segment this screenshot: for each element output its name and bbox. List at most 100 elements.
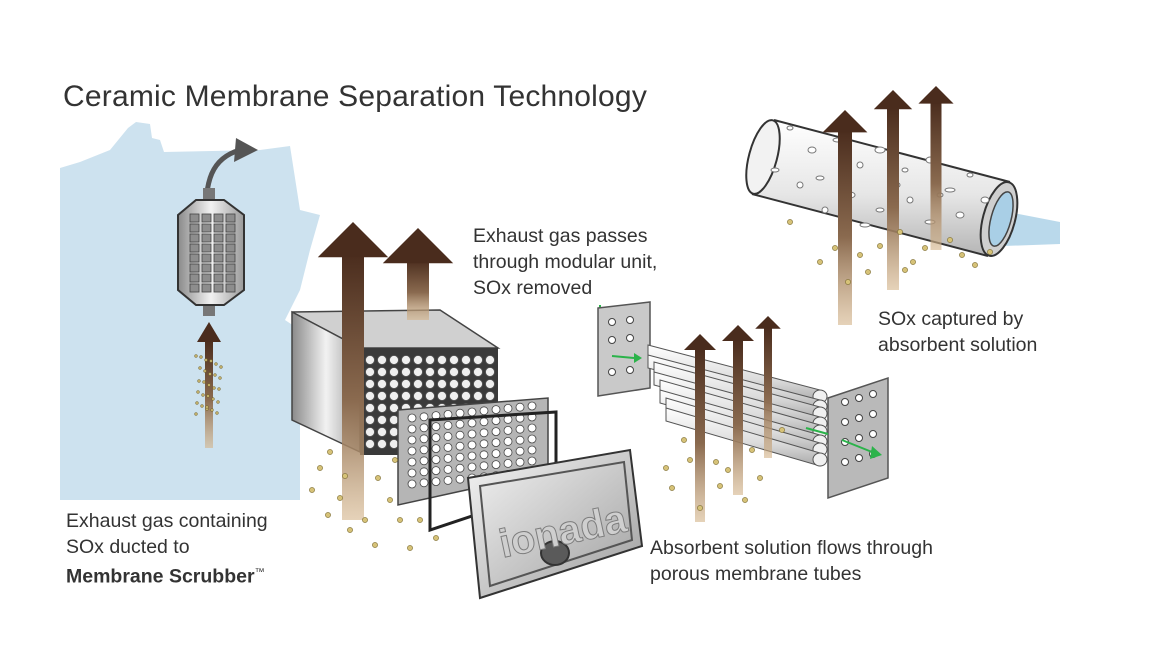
pore-icon bbox=[796, 181, 804, 189]
sox-particle-icon bbox=[197, 379, 201, 383]
sox-particle-icon bbox=[787, 219, 793, 225]
plate-hole-icon bbox=[419, 412, 429, 422]
plate-hole-icon bbox=[527, 434, 537, 444]
cell-icon bbox=[225, 273, 236, 283]
tube-end-icon bbox=[377, 367, 387, 377]
plate-hole-icon bbox=[479, 439, 489, 449]
gas-flow-arrow-icon bbox=[382, 228, 454, 320]
ship-silhouette-icon bbox=[60, 122, 320, 500]
tube-end-icon bbox=[389, 415, 399, 425]
tubes-label-line1: Absorbent solution flows through bbox=[650, 537, 933, 559]
tube-end-icon bbox=[461, 367, 471, 377]
cell-icon bbox=[201, 213, 212, 223]
tube-end-icon bbox=[365, 355, 375, 365]
plate-hole-icon bbox=[626, 316, 634, 324]
cell-icon bbox=[213, 253, 224, 263]
tube-end-icon bbox=[413, 355, 423, 365]
tubes-label-line2: porous membrane tubes bbox=[650, 563, 862, 585]
pore-icon bbox=[906, 196, 914, 204]
tube-end-icon bbox=[377, 439, 387, 449]
sox-particle-icon bbox=[922, 245, 928, 251]
plate-hole-icon bbox=[443, 431, 453, 441]
sox-particle-icon bbox=[910, 259, 916, 265]
tube-end-icon bbox=[437, 391, 447, 401]
tube-end-icon bbox=[389, 391, 399, 401]
tube-end-icon bbox=[449, 391, 459, 401]
plate-hole-icon bbox=[455, 408, 465, 418]
plate-hole-icon bbox=[608, 336, 616, 344]
flow-direction-arrow-icon bbox=[611, 353, 882, 459]
pore-icon bbox=[821, 206, 829, 214]
plate-hole-icon bbox=[515, 402, 525, 412]
cell-icon bbox=[213, 233, 224, 243]
plate-hole-icon bbox=[443, 442, 453, 452]
cell-icon bbox=[213, 243, 224, 253]
plate-hole-icon bbox=[527, 456, 537, 466]
plate-hole-icon bbox=[515, 435, 525, 445]
sox-particle-icon bbox=[196, 390, 200, 394]
plate-hole-icon bbox=[419, 423, 429, 433]
plate-hole-icon bbox=[455, 441, 465, 451]
sox-particle-icon bbox=[947, 237, 953, 243]
pore-icon bbox=[815, 175, 825, 181]
sox-particle-icon bbox=[742, 497, 748, 503]
cell-icon bbox=[225, 233, 236, 243]
tube-end-icon bbox=[365, 367, 375, 377]
plate-hole-icon bbox=[431, 433, 441, 443]
tube-end-icon bbox=[365, 415, 375, 425]
sox-particle-icon bbox=[195, 401, 199, 405]
sox-particle-icon bbox=[347, 527, 353, 533]
sox-particle-icon bbox=[375, 475, 381, 481]
sox-particle-icon bbox=[214, 362, 218, 366]
plate-hole-icon bbox=[407, 435, 417, 445]
plate-hole-icon bbox=[431, 444, 441, 454]
sox-particle-icon bbox=[202, 380, 206, 384]
capture-label-line1: SOx captured by bbox=[878, 308, 1024, 330]
plate-hole-icon bbox=[431, 455, 441, 465]
plate-hole-icon bbox=[855, 454, 863, 462]
cell-icon bbox=[189, 243, 200, 253]
tube-end-icon bbox=[425, 379, 435, 389]
sox-particle-icon bbox=[210, 408, 214, 412]
sox-particle-icon bbox=[407, 545, 413, 551]
gas-flow-arrow-icon bbox=[317, 222, 389, 521]
page-title: Ceramic Membrane Separation Technology bbox=[63, 80, 648, 113]
plate-hole-icon bbox=[527, 401, 537, 411]
sox-particle-icon bbox=[201, 393, 205, 397]
pore-icon bbox=[944, 187, 956, 193]
tube-end-icon bbox=[449, 379, 459, 389]
plate-hole-icon bbox=[491, 405, 501, 415]
sox-particle-icon bbox=[215, 411, 219, 415]
tube-end-icon bbox=[401, 391, 411, 401]
plate-hole-icon bbox=[407, 479, 417, 489]
sox-particle-icon bbox=[681, 437, 687, 443]
pore-icon bbox=[786, 125, 794, 131]
tube-end-icon bbox=[377, 355, 387, 365]
tube-end-icon bbox=[365, 439, 375, 449]
plate-hole-icon bbox=[491, 427, 501, 437]
sox-particle-icon bbox=[433, 535, 439, 541]
tube-end-icon bbox=[401, 355, 411, 365]
sox-particle-icon bbox=[337, 495, 343, 501]
sox-particle-icon bbox=[687, 457, 693, 463]
cell-icon bbox=[201, 233, 212, 243]
sox-particle-icon bbox=[203, 369, 207, 373]
pore-icon bbox=[856, 161, 864, 169]
pore-icon bbox=[980, 196, 990, 204]
sox-particle-icon bbox=[217, 387, 221, 391]
tube-end-icon bbox=[413, 391, 423, 401]
cell-icon bbox=[225, 243, 236, 253]
sox-particle-icon bbox=[832, 245, 838, 251]
sox-particle-icon bbox=[325, 512, 331, 518]
tube-end-icon bbox=[437, 379, 447, 389]
tube-end-icon bbox=[437, 355, 447, 365]
plate-hole-icon bbox=[626, 366, 634, 374]
cell-icon bbox=[213, 263, 224, 273]
sox-particle-icon bbox=[327, 449, 333, 455]
tube-end-icon bbox=[812, 452, 828, 467]
plate-hole-icon bbox=[479, 417, 489, 427]
sox-particle-icon bbox=[757, 475, 763, 481]
pore-icon bbox=[770, 167, 780, 173]
plate-hole-icon bbox=[869, 410, 877, 418]
sox-particle-icon bbox=[713, 459, 719, 465]
